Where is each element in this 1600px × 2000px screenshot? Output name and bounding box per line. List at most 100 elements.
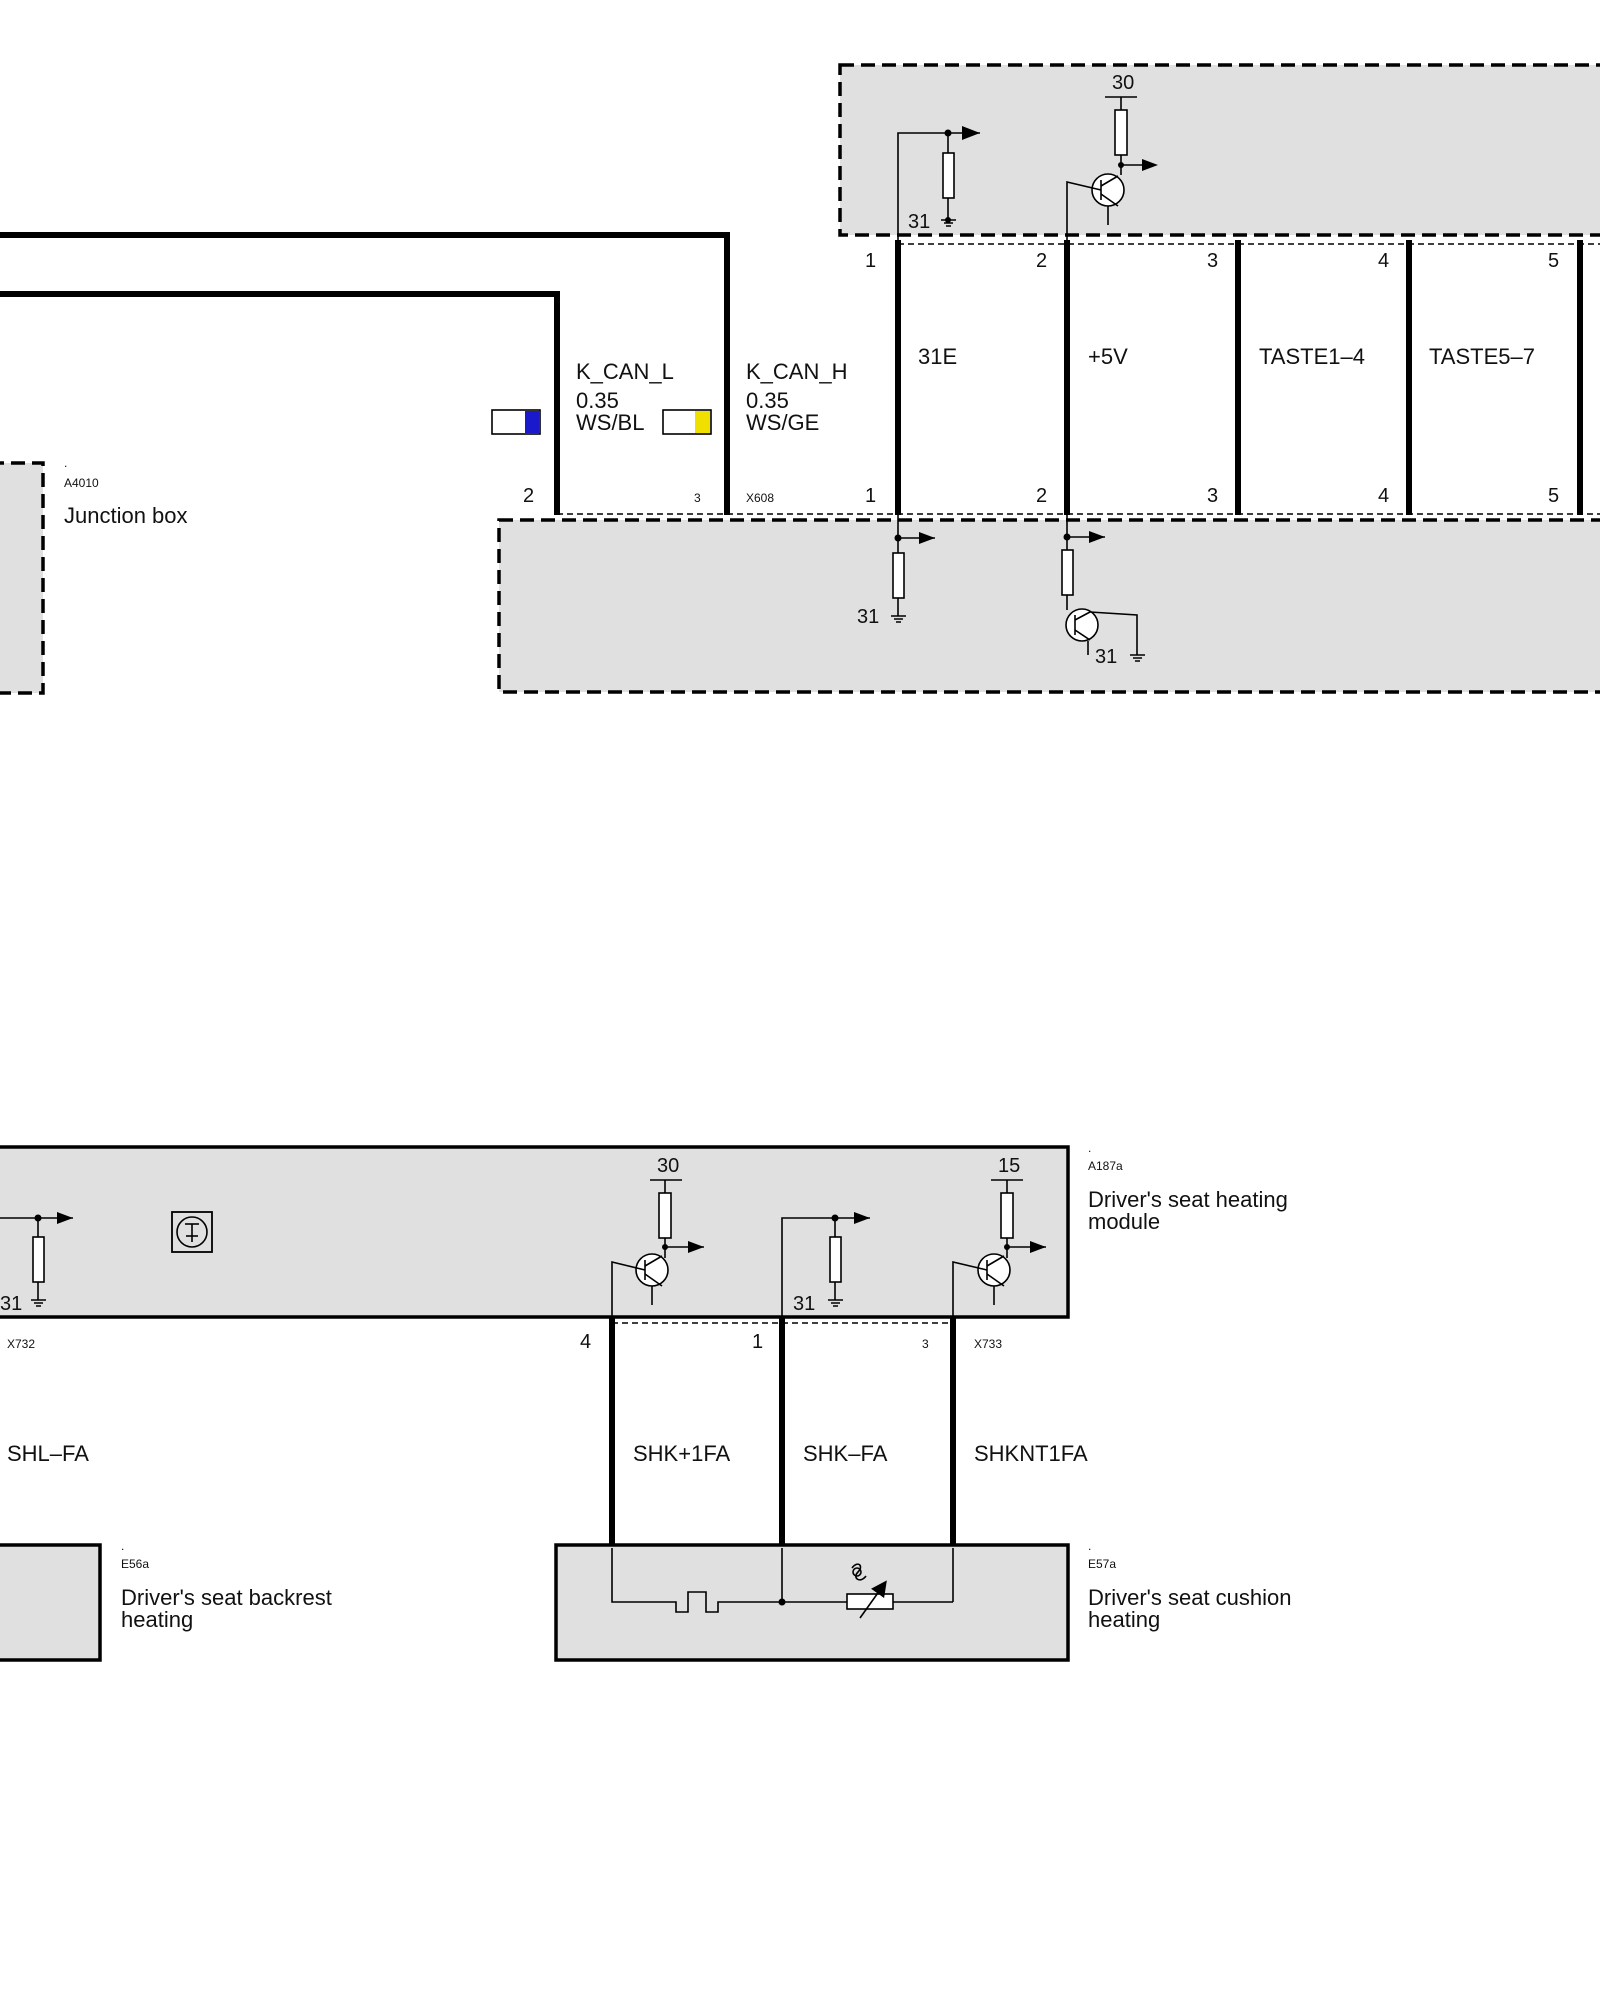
ground-icon [31,1299,46,1307]
pin-label: 1 [865,250,876,272]
pin-label: 2 [523,485,534,507]
junction-box-input-circuit-1: 31 [857,515,935,628]
transistor-icon [635,1253,669,1287]
temperature-sensor-icon [171,1211,213,1253]
component-name-line2: heating [121,1607,193,1632]
resistor-icon [32,1236,45,1283]
pin-label: 2 [1036,250,1047,272]
pin-label: 5 [1548,485,1559,507]
supply-label: 30 [1112,72,1134,94]
svg-text:.: . [1088,1141,1091,1155]
pin-label: 2 [1036,485,1047,507]
pin-label: 3 [694,491,701,505]
junction-box-input-circuit-2: 31 [1061,515,1145,668]
arrow-icon [1142,159,1158,171]
component-code: E57a [1088,1557,1116,1571]
supply-label: 15 [998,1155,1020,1177]
component-name-line2: module [1088,1209,1160,1234]
wire-color-label: WS/BL [576,410,644,435]
wire-signal-label: SHL–FA [7,1441,89,1466]
top-module-box [838,63,1600,237]
pin-label: 1 [865,485,876,507]
ground-icon [828,1299,843,1307]
transistor-icon [977,1253,1011,1287]
ground-icon [891,615,906,623]
ground-label: 31 [793,1293,815,1315]
svg-text:.: . [121,1539,124,1553]
wire-signal-label: SHKNT1FA [974,1441,1088,1466]
resistor-icon [829,1236,842,1283]
component-name-line1: Driver's seat cushion [1088,1585,1292,1610]
resistor-icon [658,1192,672,1239]
wire-k-can-l [0,291,560,515]
component-name-line1: Driver's seat backrest [121,1585,332,1610]
resistor-icon [942,152,955,199]
arrow-icon [854,1212,870,1224]
top-module-pullup-circuit: 31 [897,126,980,240]
module-driver-15: 15 [952,1155,1046,1322]
wire-signal-label: +5V [1088,344,1128,369]
pin-label: 4 [580,1331,591,1353]
component-code: E56a [121,1557,149,1571]
module-driver-30: 30 [611,1155,704,1322]
wire-size-label: 0.35 [576,388,619,413]
arrow-icon [919,532,935,544]
thermistor-icon [846,1593,894,1610]
wire-color-stripe-blue [525,411,539,433]
arrow-icon [1089,531,1105,543]
component-code: A187a [1088,1159,1123,1173]
ground-label: 31 [1095,646,1117,668]
connector-label: X608 [746,491,774,505]
wire-signal-label: 31E [918,344,957,369]
resistor-icon [892,552,905,599]
supply-label: 30 [657,1155,679,1177]
component-name: Junction box [64,503,188,528]
top-module-driver-circuit: 30 [1066,72,1158,240]
backrest-heating-box [0,1543,102,1662]
wire-signal-label: SHK+1FA [633,1441,731,1466]
junction-box [497,518,1600,694]
junction-box-left-part [0,461,45,695]
wire-signal-label: K_CAN_H [746,359,847,384]
wire-signal-label: K_CAN_L [576,359,674,384]
resistor-icon [1114,109,1128,156]
wire-color-stripe-yellow [695,411,710,433]
ground-label: 31 [857,606,879,628]
wire-size-label: 0.35 [746,388,789,413]
arrow-icon [688,1241,704,1253]
arrow-icon [57,1212,73,1224]
component-name-line2: heating [1088,1607,1160,1632]
transistor-icon [1065,608,1099,642]
pin-label: 4 [1378,250,1389,272]
wire-signal-label: TASTE1–4 [1259,344,1365,369]
seat-heating-module-box [0,1145,1070,1319]
pin-label: 3 [1207,485,1218,507]
wire-signal-label: SHK–FA [803,1441,888,1466]
svg-text:.: . [1088,1539,1091,1553]
module-middle-pullup: 31 [781,1212,870,1322]
ground-label: 31 [908,211,930,233]
wire-k-can-h [0,232,730,515]
arrow-icon [962,126,980,140]
component-code: A4010 [64,476,99,490]
ground-label: 31 [0,1293,22,1315]
transistor-icon [1091,173,1125,207]
connector-label: X733 [974,1337,1002,1351]
wire-signal-label: TASTE5–7 [1429,344,1535,369]
wire-color-label: WS/GE [746,410,819,435]
component-name-line1: Driver's seat heating [1088,1187,1288,1212]
cushion-heating-circuit [611,1548,954,1619]
resistor-icon [1061,549,1074,596]
ground-icon [1130,654,1145,662]
svg-text:.: . [64,456,67,470]
arrow-icon [1030,1241,1046,1253]
pin-label: 3 [1207,250,1218,272]
pin-label: 5 [1548,250,1559,272]
connector-label: X732 [7,1337,35,1351]
pin-label: 3 [922,1337,929,1351]
module-left-pullup: 31 [0,1212,73,1315]
pin-label: 1 [752,1331,763,1353]
pin-label: 4 [1378,485,1389,507]
temperature-symbol-icon [851,1563,867,1581]
